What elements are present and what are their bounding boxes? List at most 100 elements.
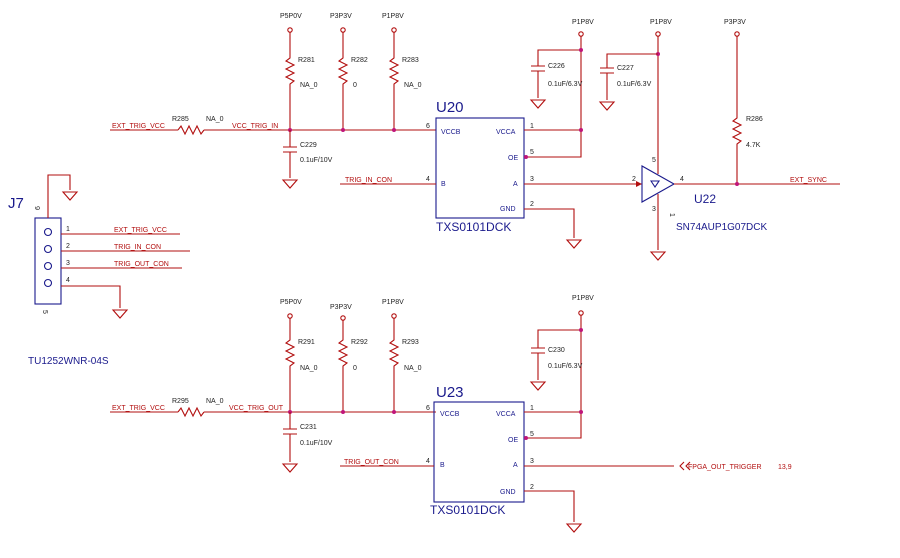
r293-value: NA_0 [404,365,422,372]
capacitor-c231 [281,412,299,473]
r283-ref: R283 [402,57,419,64]
junction-c230 [579,328,583,332]
c227-value: 0.1uF/6.3V [617,81,652,88]
net-trig-out-con-u23: TRIG_OUT_CON [344,459,399,466]
resistor-r292 [337,320,349,412]
rail-label-p3p3v-r286: P3P3V [724,19,746,26]
u23-pinnum-6: 6 [426,405,430,412]
ic-u22-buffer [641,165,676,203]
rail-label-p3p3v-top: P3P3V [330,13,352,20]
r291-value: NA_0 [300,365,318,372]
u22-pinnum-3: 3 [652,206,656,213]
junction-u20-oe [524,155,528,159]
c229-ref: C229 [300,142,317,149]
c229-value: 0.1uF/10V [300,157,333,164]
wire-u23-gnd [524,490,575,522]
net-trig-in-con-j7: TRIG_IN_CON [114,244,161,251]
u20-pinnum-2: 2 [530,201,534,208]
u20-pinnum-6: 6 [426,123,430,130]
u23-pinnum-3: 3 [530,458,534,465]
u22-pinnum-4: 4 [680,176,684,183]
rail-label-p1p8v-u23: P1P8V [572,295,594,302]
ground-u23 [565,523,583,533]
j7-part: TU1252WNR-04S [28,356,109,367]
j7-pinnum-1: 1 [66,226,70,233]
power-pin-p1p8v-u20 [578,31,584,37]
rail-label-p5p0v-bottom: P5P0V [280,299,302,306]
u22-pinnum-1: 1 [668,213,675,217]
net-fpga-out-trigger: FPGA_OUT_TRIGGER [688,464,762,471]
wire-j7-shield [47,174,71,218]
net-trig-in-con-u20: TRIG_IN_CON [345,177,392,184]
resistor-r295 [177,406,205,418]
connector-j7 [34,217,62,305]
resistor-r285 [177,124,205,136]
c230-ref: C230 [548,347,565,354]
junction-r292 [341,410,345,414]
u23-pin-b: B [440,462,445,469]
offpage-connector-fpga-out-trigger [679,461,691,471]
capacitor-c229 [281,130,299,189]
r295-value: NA_0 [206,398,224,405]
u22-pinnum-5: 5 [652,157,656,164]
rail-label-p1p8v-top: P1P8V [382,13,404,20]
u20-pinnum-5: 5 [530,149,534,156]
power-pin-p1p8v-u22 [655,31,661,37]
power-pin-p1p8v-u23 [578,310,584,316]
r282-value: 0 [353,82,357,89]
resistor-r282 [337,32,349,130]
junction-u23-oe [524,436,528,440]
u22-pinnum-2: 2 [632,176,636,183]
u23-pinnum-5: 5 [530,431,534,438]
net-fpga-page-ref: 13,9 [778,464,792,471]
j7-pinnum-6: 6 [35,206,42,210]
j7-pinnum-3: 3 [66,260,70,267]
c227-ref: C227 [617,65,634,72]
u23-pinnum-1: 1 [530,405,534,412]
r282-ref: R282 [351,57,368,64]
u20-pin-vcca: VCCA [496,129,516,136]
net-ext-trig-vcc-j7: EXT_TRIG_VCC [114,227,167,234]
net-ext-sync: EXT_SYNC [790,177,827,184]
u23-pinnum-2: 2 [530,484,534,491]
r286-value: 4.7K [746,142,761,149]
wire-u23-oe [524,412,582,439]
r285-value: NA_0 [206,116,224,123]
u20-pin-b: B [441,181,446,188]
power-pin-p5p0v-top [287,27,293,33]
capacitor-c226 [529,49,581,109]
u22-input-arrow [636,181,642,187]
net-ext-trig-vcc-top: EXT_TRIG_VCC [112,123,165,130]
ground-j7-pin4 [111,309,129,319]
u20-ref: U20 [436,99,464,116]
c231-ref: C231 [300,424,317,431]
u20-pin-oe: OE [508,155,518,162]
u23-pin-a: A [513,462,518,469]
r286-ref: R286 [746,116,763,123]
wire-j7-pin4 [61,285,121,308]
u22-ref: U22 [694,192,716,206]
ic-u20 [435,117,525,219]
rail-label-p5p0v-top: P5P0V [280,13,302,20]
u23-ref: U23 [436,384,464,401]
r291-ref: R291 [298,339,315,346]
rail-label-p1p8v-bottom: P1P8V [382,299,404,306]
power-pin-p3p3v-r286 [734,31,740,37]
junction-c226 [579,48,583,52]
u23-pin-vccb: VCCB [440,411,460,418]
j7-pinnum-5: 5 [41,310,48,314]
junction-r286 [735,182,739,186]
r292-value: 0 [353,365,357,372]
j7-pinnum-4: 4 [66,277,70,284]
u23-part: TXS0101DCK [430,503,505,517]
u20-pin-vccb: VCCB [441,129,461,136]
rail-label-p1p8v-u22: P1P8V [650,19,672,26]
wire-u20-gnd [524,208,575,238]
u20-pin-a: A [513,181,518,188]
resistor-r293 [388,318,400,412]
junction-u23-vcca [579,410,583,414]
net-vcc-trig-in: VCC_TRIG_IN [232,123,278,130]
resistor-r281 [284,32,296,130]
u20-pinnum-3: 3 [530,176,534,183]
